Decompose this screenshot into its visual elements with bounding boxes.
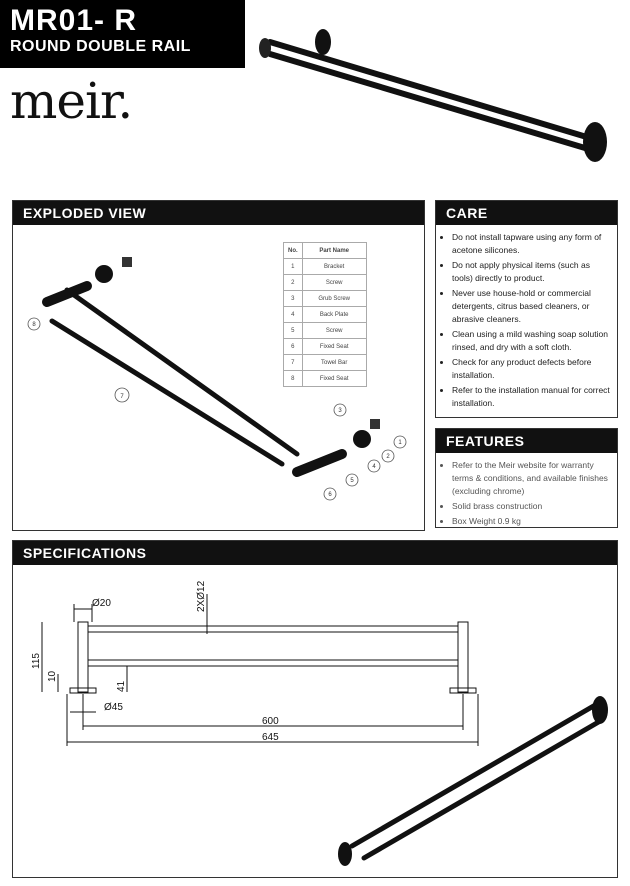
- product-code: MR01- R: [10, 4, 138, 37]
- callout-3: 3: [338, 408, 342, 414]
- feature-item: Box Weight 0.9 kg: [452, 515, 611, 528]
- isometric-view: [349, 701, 605, 861]
- features-panel: FEATURES Refer to the Meir website for w…: [435, 428, 618, 528]
- specifications-title: SPECIFICATIONS: [13, 541, 617, 565]
- care-item: Do not install tapware using any form of…: [452, 231, 611, 257]
- dim-d12: 2XØ12: [196, 580, 207, 612]
- care-panel: CARE Do not install tapware using any fo…: [435, 200, 618, 418]
- care-item: Refer to the installation manual for cor…: [452, 384, 611, 410]
- dim-115: 115: [31, 653, 42, 669]
- care-item: Check for any product defects before ins…: [452, 356, 611, 382]
- features-title: FEATURES: [436, 429, 617, 453]
- exploded-view-panel: EXPLODED VIEW: [12, 200, 425, 531]
- callout-8: 8: [32, 322, 36, 328]
- callout-1: 1: [398, 440, 402, 446]
- dim-645: 645: [262, 732, 279, 743]
- dim-600: 600: [262, 716, 279, 727]
- col-part-name: Part Name: [301, 242, 367, 259]
- col-no: No.: [283, 242, 303, 259]
- callout-2: 2: [386, 454, 390, 460]
- brand-logo: meir.: [10, 72, 133, 130]
- callout-5: 5: [350, 478, 354, 484]
- dim-41: 41: [116, 680, 127, 692]
- callout-6: 6: [328, 492, 332, 498]
- care-item: Do not apply physical items (such as too…: [452, 259, 611, 285]
- callout-4: 4: [372, 464, 376, 470]
- dim-d45: Ø45: [104, 702, 123, 713]
- care-item: Never use house-hold or commercial deter…: [452, 287, 611, 326]
- feature-item: Solid brass construction: [452, 500, 611, 513]
- dim-10: 10: [47, 670, 58, 682]
- title-block: MR01- R ROUND DOUBLE RAIL: [0, 0, 245, 68]
- exploded-diagram: 8 7 3 1 2 4 5 6: [27, 257, 407, 501]
- callout-7: 7: [120, 394, 124, 400]
- care-item: Clean using a mild washing soap solution…: [452, 328, 611, 354]
- exploded-view-title: EXPLODED VIEW: [13, 201, 424, 225]
- feature-item: Refer to the Meir website for warranty t…: [452, 459, 611, 498]
- product-name: ROUND DOUBLE RAIL: [10, 38, 191, 55]
- specifications-panel: SPECIFICATIONS: [12, 540, 618, 878]
- dim-d20: Ø20: [92, 598, 111, 609]
- spec-drawing: Ø20 2XØ12 115 10 41 Ø45 600 645: [31, 580, 608, 866]
- product-image: [259, 29, 607, 162]
- care-title: CARE: [436, 201, 617, 225]
